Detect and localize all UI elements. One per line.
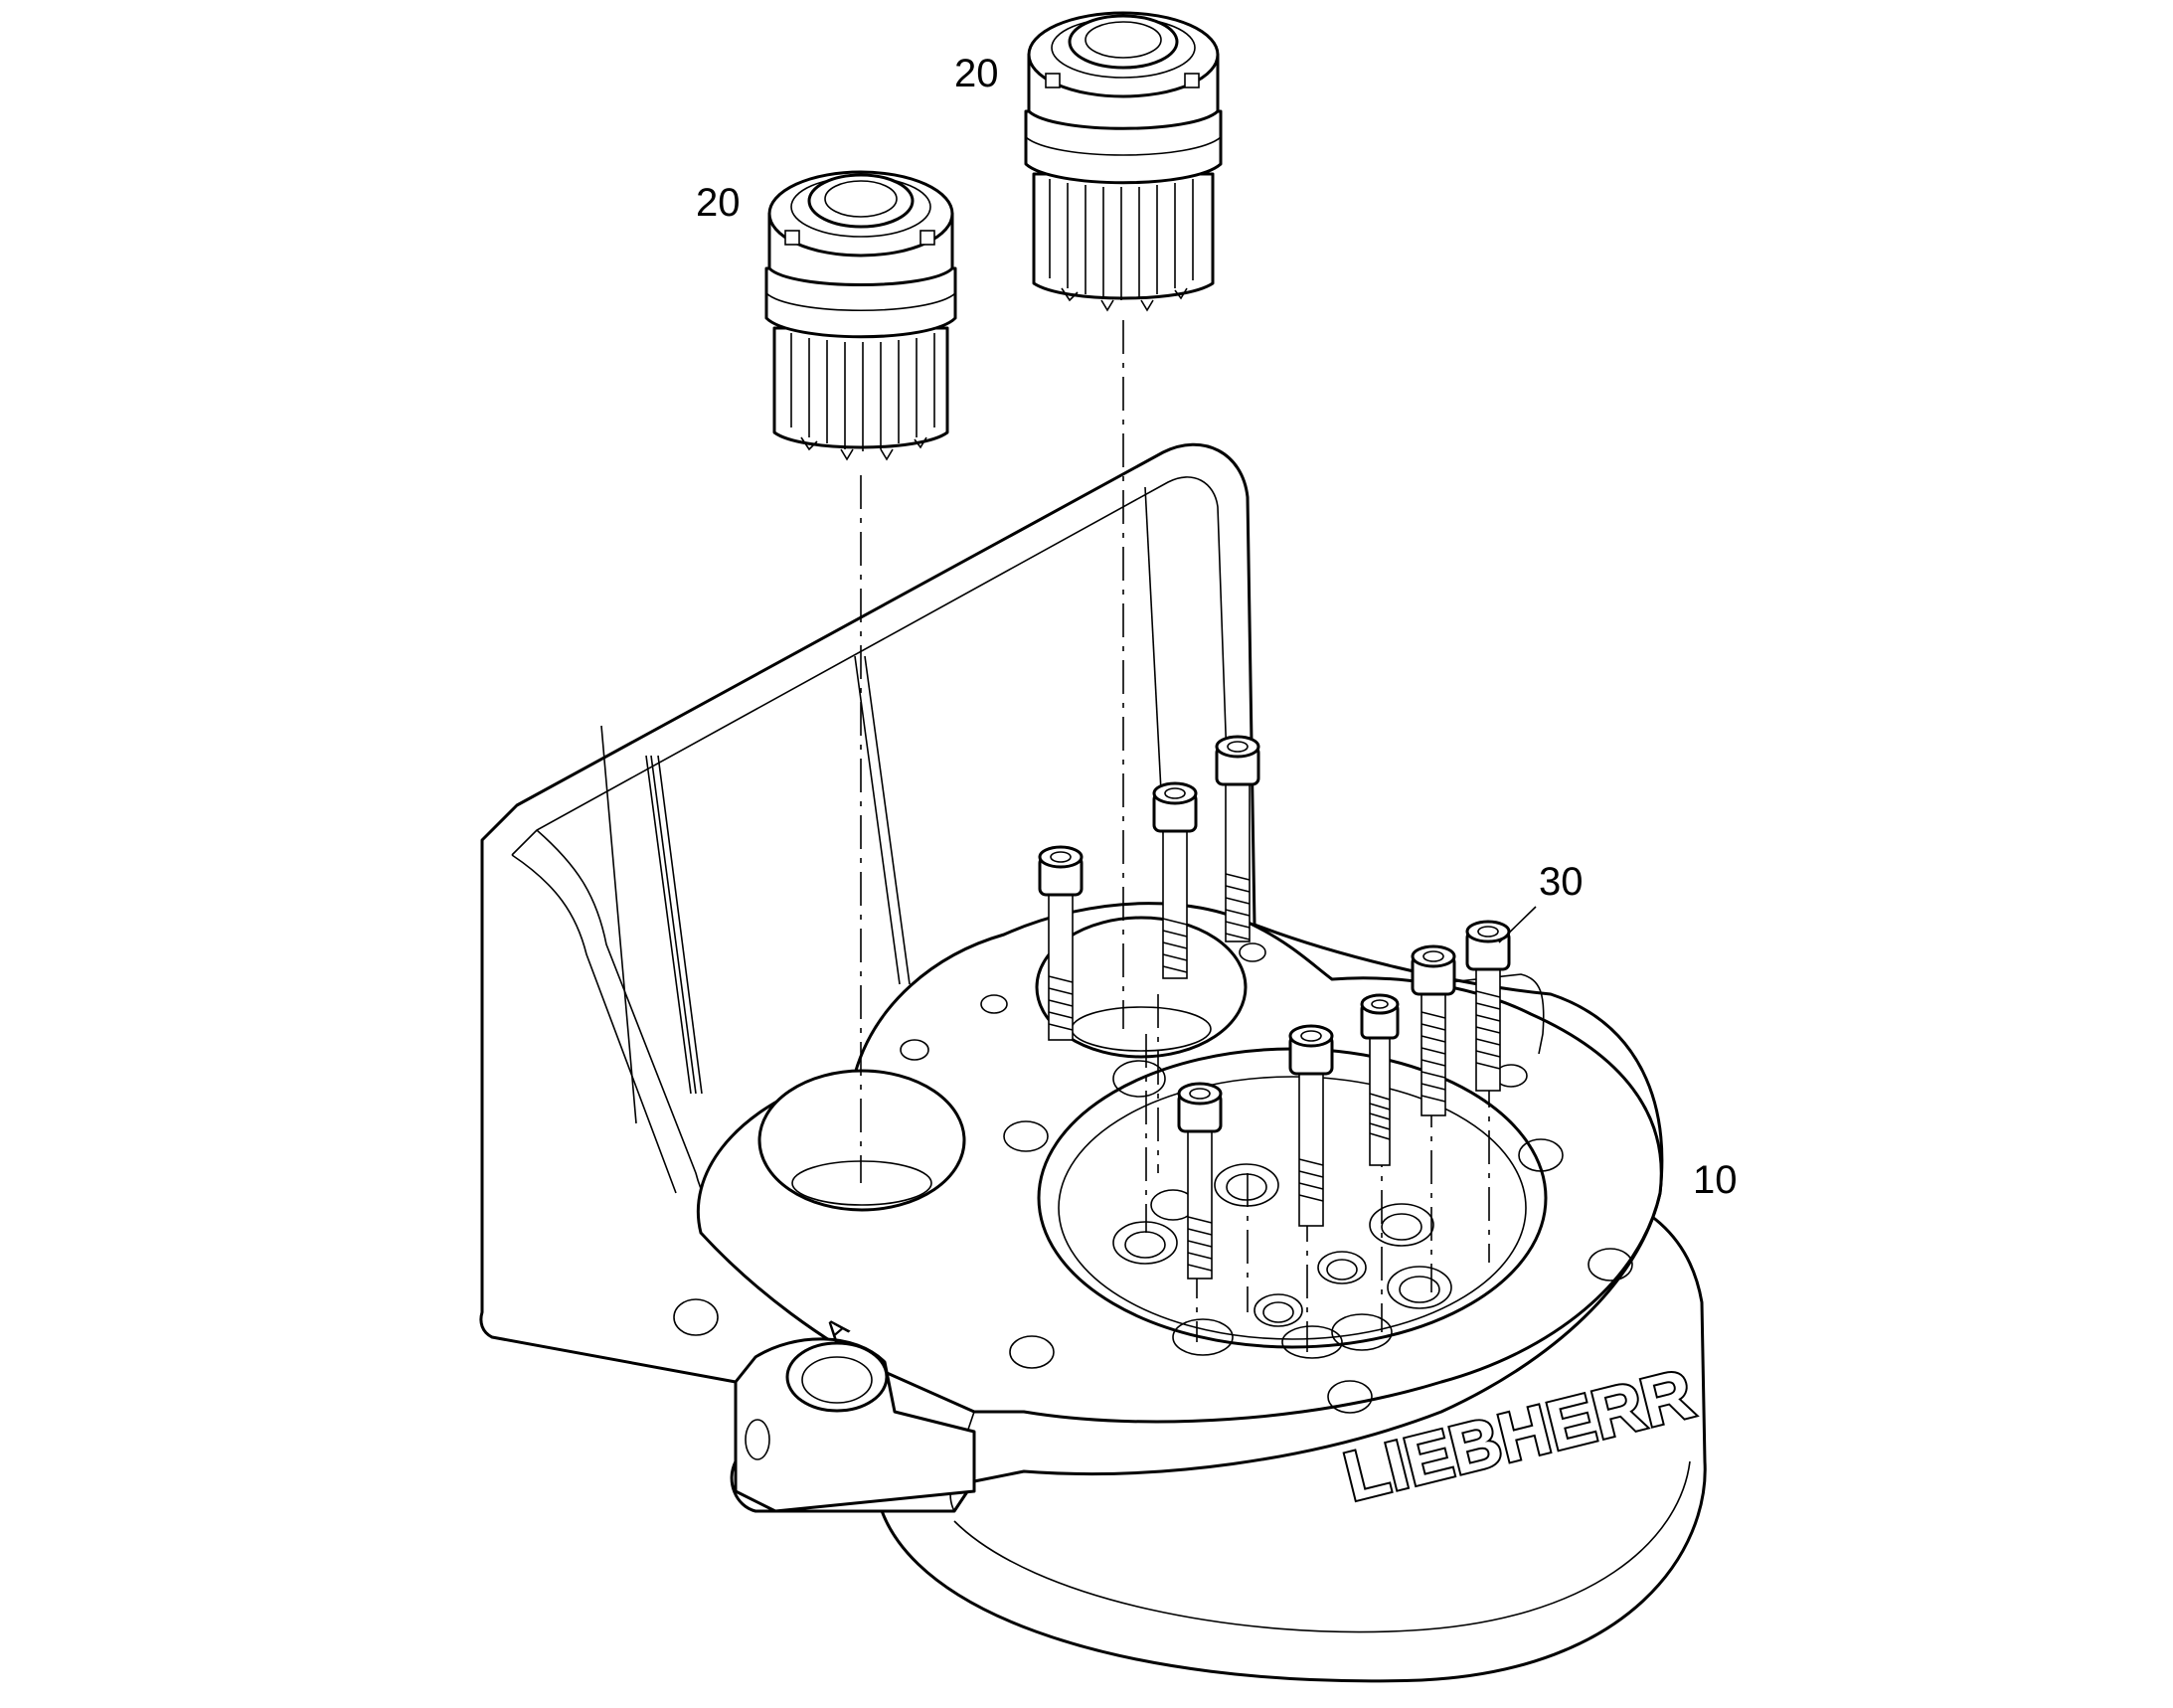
pinion-gear-right <box>1024 11 1223 312</box>
left-gear-bore <box>757 1069 966 1212</box>
main-gear-bore <box>1037 1047 1548 1349</box>
screw-8 <box>1465 920 1511 1092</box>
pinion-gear-left <box>764 170 957 461</box>
gear-housing: A LIEBHERR <box>479 442 1707 1683</box>
screw-4 <box>1177 1082 1223 1280</box>
callout-gear-left: 20 <box>696 181 741 225</box>
screw-1 <box>1038 845 1084 1041</box>
screw-7 <box>1411 944 1456 1116</box>
callout-screw-leader <box>1498 906 1537 943</box>
assembly-axis-lines <box>860 320 1490 1352</box>
screw-2 <box>1152 781 1198 979</box>
port-a-hole <box>785 1341 889 1413</box>
callout-screw: 30 <box>1539 860 1584 904</box>
bolt-holes <box>900 942 1633 1414</box>
screw-3 <box>1215 735 1260 942</box>
pocket-ports <box>1112 1163 1452 1359</box>
upper-gear-bore <box>1035 916 1248 1059</box>
callout-gear-right: 20 <box>954 52 999 95</box>
screw-5 <box>1288 1024 1334 1227</box>
callout-labels: 20 20 30 10 <box>696 52 1738 1202</box>
socket-head-screws <box>1038 735 1511 1280</box>
callout-housing: 10 <box>1693 1158 1738 1202</box>
screw-6 <box>1360 993 1400 1166</box>
